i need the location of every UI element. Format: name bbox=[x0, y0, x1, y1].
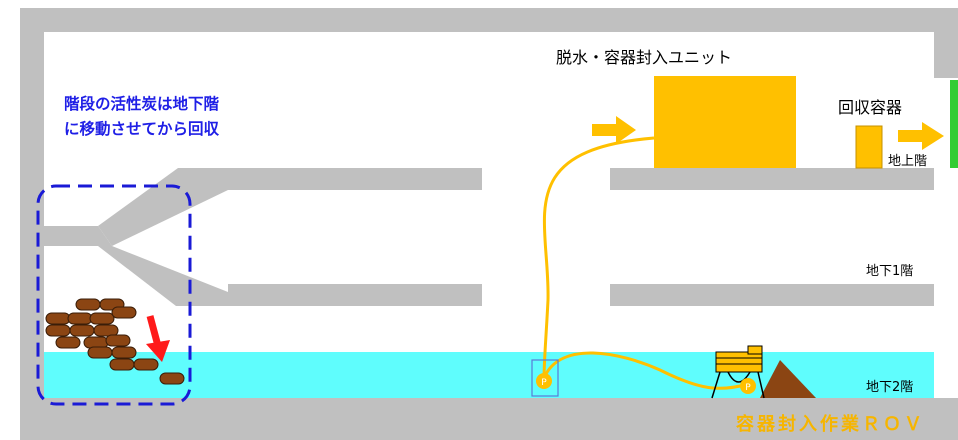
charcoal-piece bbox=[111, 346, 137, 359]
hose bbox=[542, 136, 655, 381]
slab-ground-left bbox=[228, 168, 482, 190]
slab-b1-right bbox=[610, 284, 934, 306]
pump-icon: P bbox=[536, 373, 552, 389]
charcoal-piece bbox=[45, 324, 71, 337]
hose-to-rov bbox=[542, 351, 749, 390]
charcoal-piece bbox=[89, 312, 115, 325]
charcoal-piece bbox=[69, 324, 95, 337]
charcoal-piece bbox=[93, 324, 119, 337]
recovery-container bbox=[855, 125, 883, 169]
dewatering-unit bbox=[654, 76, 796, 168]
charcoal-piece bbox=[67, 312, 93, 325]
stair-lower-a bbox=[98, 246, 228, 306]
floor-b1-label: 地下1階 bbox=[866, 264, 914, 279]
rov-pump-icon bbox=[740, 378, 756, 394]
rov-icon: P bbox=[711, 345, 765, 399]
charcoal-piece bbox=[55, 336, 81, 349]
stair-highlight-box bbox=[36, 184, 192, 406]
wall-top bbox=[20, 8, 958, 32]
charcoal-piece bbox=[105, 334, 131, 347]
wall-right-upper bbox=[934, 8, 958, 78]
charcoal-piece bbox=[133, 358, 159, 371]
slab-b1-left bbox=[228, 284, 482, 306]
charcoal-piece bbox=[159, 372, 185, 385]
arrow-down-icon bbox=[146, 315, 170, 362]
charcoal-piece bbox=[75, 298, 101, 311]
charcoal-piece bbox=[83, 336, 109, 349]
pump-letter: P bbox=[541, 378, 547, 388]
stair-upper-left bbox=[44, 226, 112, 246]
arrow-right-icon bbox=[592, 116, 636, 144]
charcoal-piece bbox=[111, 306, 137, 319]
wall-bottom bbox=[20, 398, 958, 440]
exit-door bbox=[950, 80, 958, 168]
note-line-2: に移動させてから回収 bbox=[64, 120, 220, 138]
floor-b2-label: 地下2階 bbox=[866, 380, 914, 395]
container-label: 回収容器 bbox=[838, 98, 903, 117]
flow-arrows bbox=[592, 116, 944, 150]
charcoal-piece bbox=[87, 346, 113, 359]
carbon-pile bbox=[760, 360, 816, 398]
charcoal-piece bbox=[45, 312, 71, 325]
floor-ground-label: 地上階 bbox=[888, 154, 928, 169]
stair-upper-right bbox=[98, 168, 228, 246]
arrow-right-icon bbox=[898, 122, 944, 150]
slab-ground-right bbox=[610, 168, 934, 190]
rov-body bbox=[715, 351, 763, 373]
charcoal-pieces bbox=[45, 298, 185, 385]
rov-label: 容器封入作業ＲＯＶ bbox=[736, 414, 925, 435]
floor-slabs bbox=[228, 168, 934, 306]
charcoal-piece bbox=[109, 358, 135, 371]
unit-label: 脱水・容器封入ユニット bbox=[556, 48, 733, 67]
pump-basket bbox=[531, 359, 559, 397]
note-line-1: 階段の活性炭は地下階 bbox=[64, 95, 220, 113]
wall-left bbox=[20, 8, 44, 440]
building-walls bbox=[20, 8, 958, 440]
rov-pump-letter: P bbox=[745, 383, 751, 393]
